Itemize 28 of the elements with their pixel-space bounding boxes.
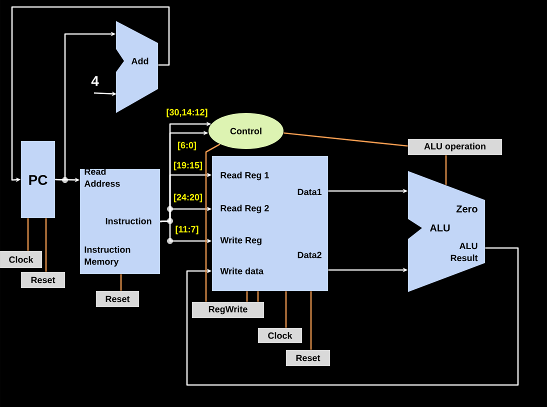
signal-box: ALU operation [408, 139, 502, 155]
signal-line [285, 291, 287, 328]
signal-line [27, 218, 29, 251]
signal-line [445, 155, 447, 185]
edge-label: [30,14:12] [165, 108, 209, 118]
signal-box: Clock [0, 251, 42, 268]
signal-line [284, 132, 408, 147]
signal-box: Reset [21, 272, 65, 288]
signal-box: Clock [258, 328, 302, 343]
edge-label: [6:0] [176, 140, 198, 152]
register-file-box: Read Reg 1 Read Reg 2 Write Reg Write data Data1 Data2 [212, 156, 328, 291]
memory-box: Read Address Instruction Instruction Memory [80, 168, 160, 274]
arrow [186, 247, 519, 386]
signal-line [120, 274, 122, 291]
signal-line [45, 218, 47, 272]
signal-line [310, 291, 312, 350]
edge-label: [19:15] [172, 160, 204, 172]
signal-line [205, 144, 220, 302]
register-box: PC [21, 141, 55, 218]
alu-block: Zero ALU ALU Result [408, 171, 485, 292]
signal-line [246, 291, 248, 302]
adder-block: Add [116, 21, 158, 113]
edge-label: [24:20] [172, 192, 204, 204]
signal-box: RegWrite [192, 302, 264, 318]
signal-box: Reset [286, 350, 330, 366]
constant-label: 4 [91, 76, 99, 86]
signal-line [257, 291, 259, 302]
signal-box: Reset [96, 291, 139, 307]
